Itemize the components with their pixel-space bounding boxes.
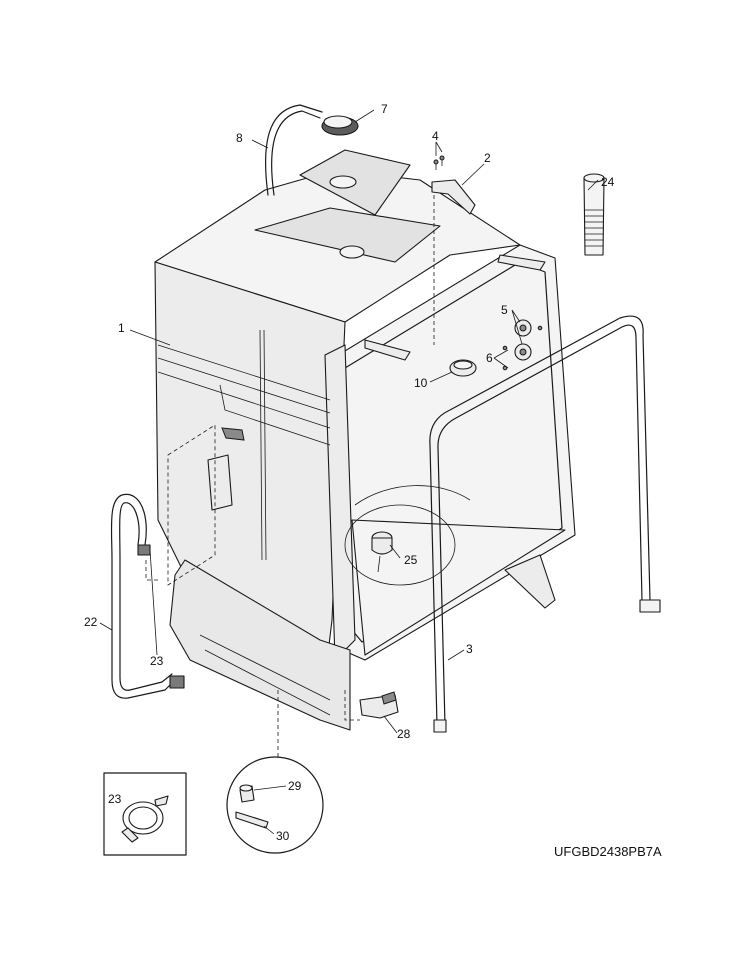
- callout-24: 24: [601, 175, 615, 189]
- drain-tube: [583, 173, 605, 256]
- callout-28: 28: [397, 727, 411, 741]
- vent-hose: [264, 104, 323, 196]
- callout-29: 29: [288, 779, 302, 793]
- leader-lines: [99, 109, 599, 835]
- vent-cap: [321, 115, 359, 136]
- callout-5: 5: [501, 303, 508, 317]
- callout-25: 25: [404, 553, 418, 567]
- callout-23-inset: 23: [108, 792, 122, 806]
- callout-30: 30: [276, 829, 290, 843]
- callout-labels: 7 8 4 2 24 1 5 6 10 25 3 22 23 28 23 29 …: [84, 102, 615, 843]
- callout-4: 4: [432, 129, 439, 143]
- diagram-code: UFGBD2438PB7A: [554, 844, 662, 859]
- callout-23: 23: [150, 654, 164, 668]
- fittings: [449, 319, 543, 377]
- tub-assembly: [154, 149, 576, 731]
- door-gasket: [429, 315, 661, 733]
- mounting-bracket: [431, 155, 476, 215]
- callout-22: 22: [84, 615, 98, 629]
- callout-7: 7: [381, 102, 388, 116]
- vent-hose-edge: [271, 110, 321, 196]
- inset-clamp-detail: [103, 772, 187, 856]
- callout-2: 2: [484, 151, 491, 165]
- callout-8: 8: [236, 131, 243, 145]
- switch-guide-line: [344, 690, 360, 721]
- drain-hose: [110, 493, 185, 699]
- callout-6: 6: [486, 351, 493, 365]
- float-switch: [359, 691, 399, 719]
- callout-3: 3: [466, 642, 473, 656]
- mount-outline: [167, 424, 216, 586]
- hose-guide-line: [145, 560, 160, 581]
- callout-1: 1: [118, 321, 125, 335]
- callout-10: 10: [414, 376, 428, 390]
- inset-sensor-detail: [226, 756, 324, 854]
- wash-arm-hub: [371, 531, 393, 573]
